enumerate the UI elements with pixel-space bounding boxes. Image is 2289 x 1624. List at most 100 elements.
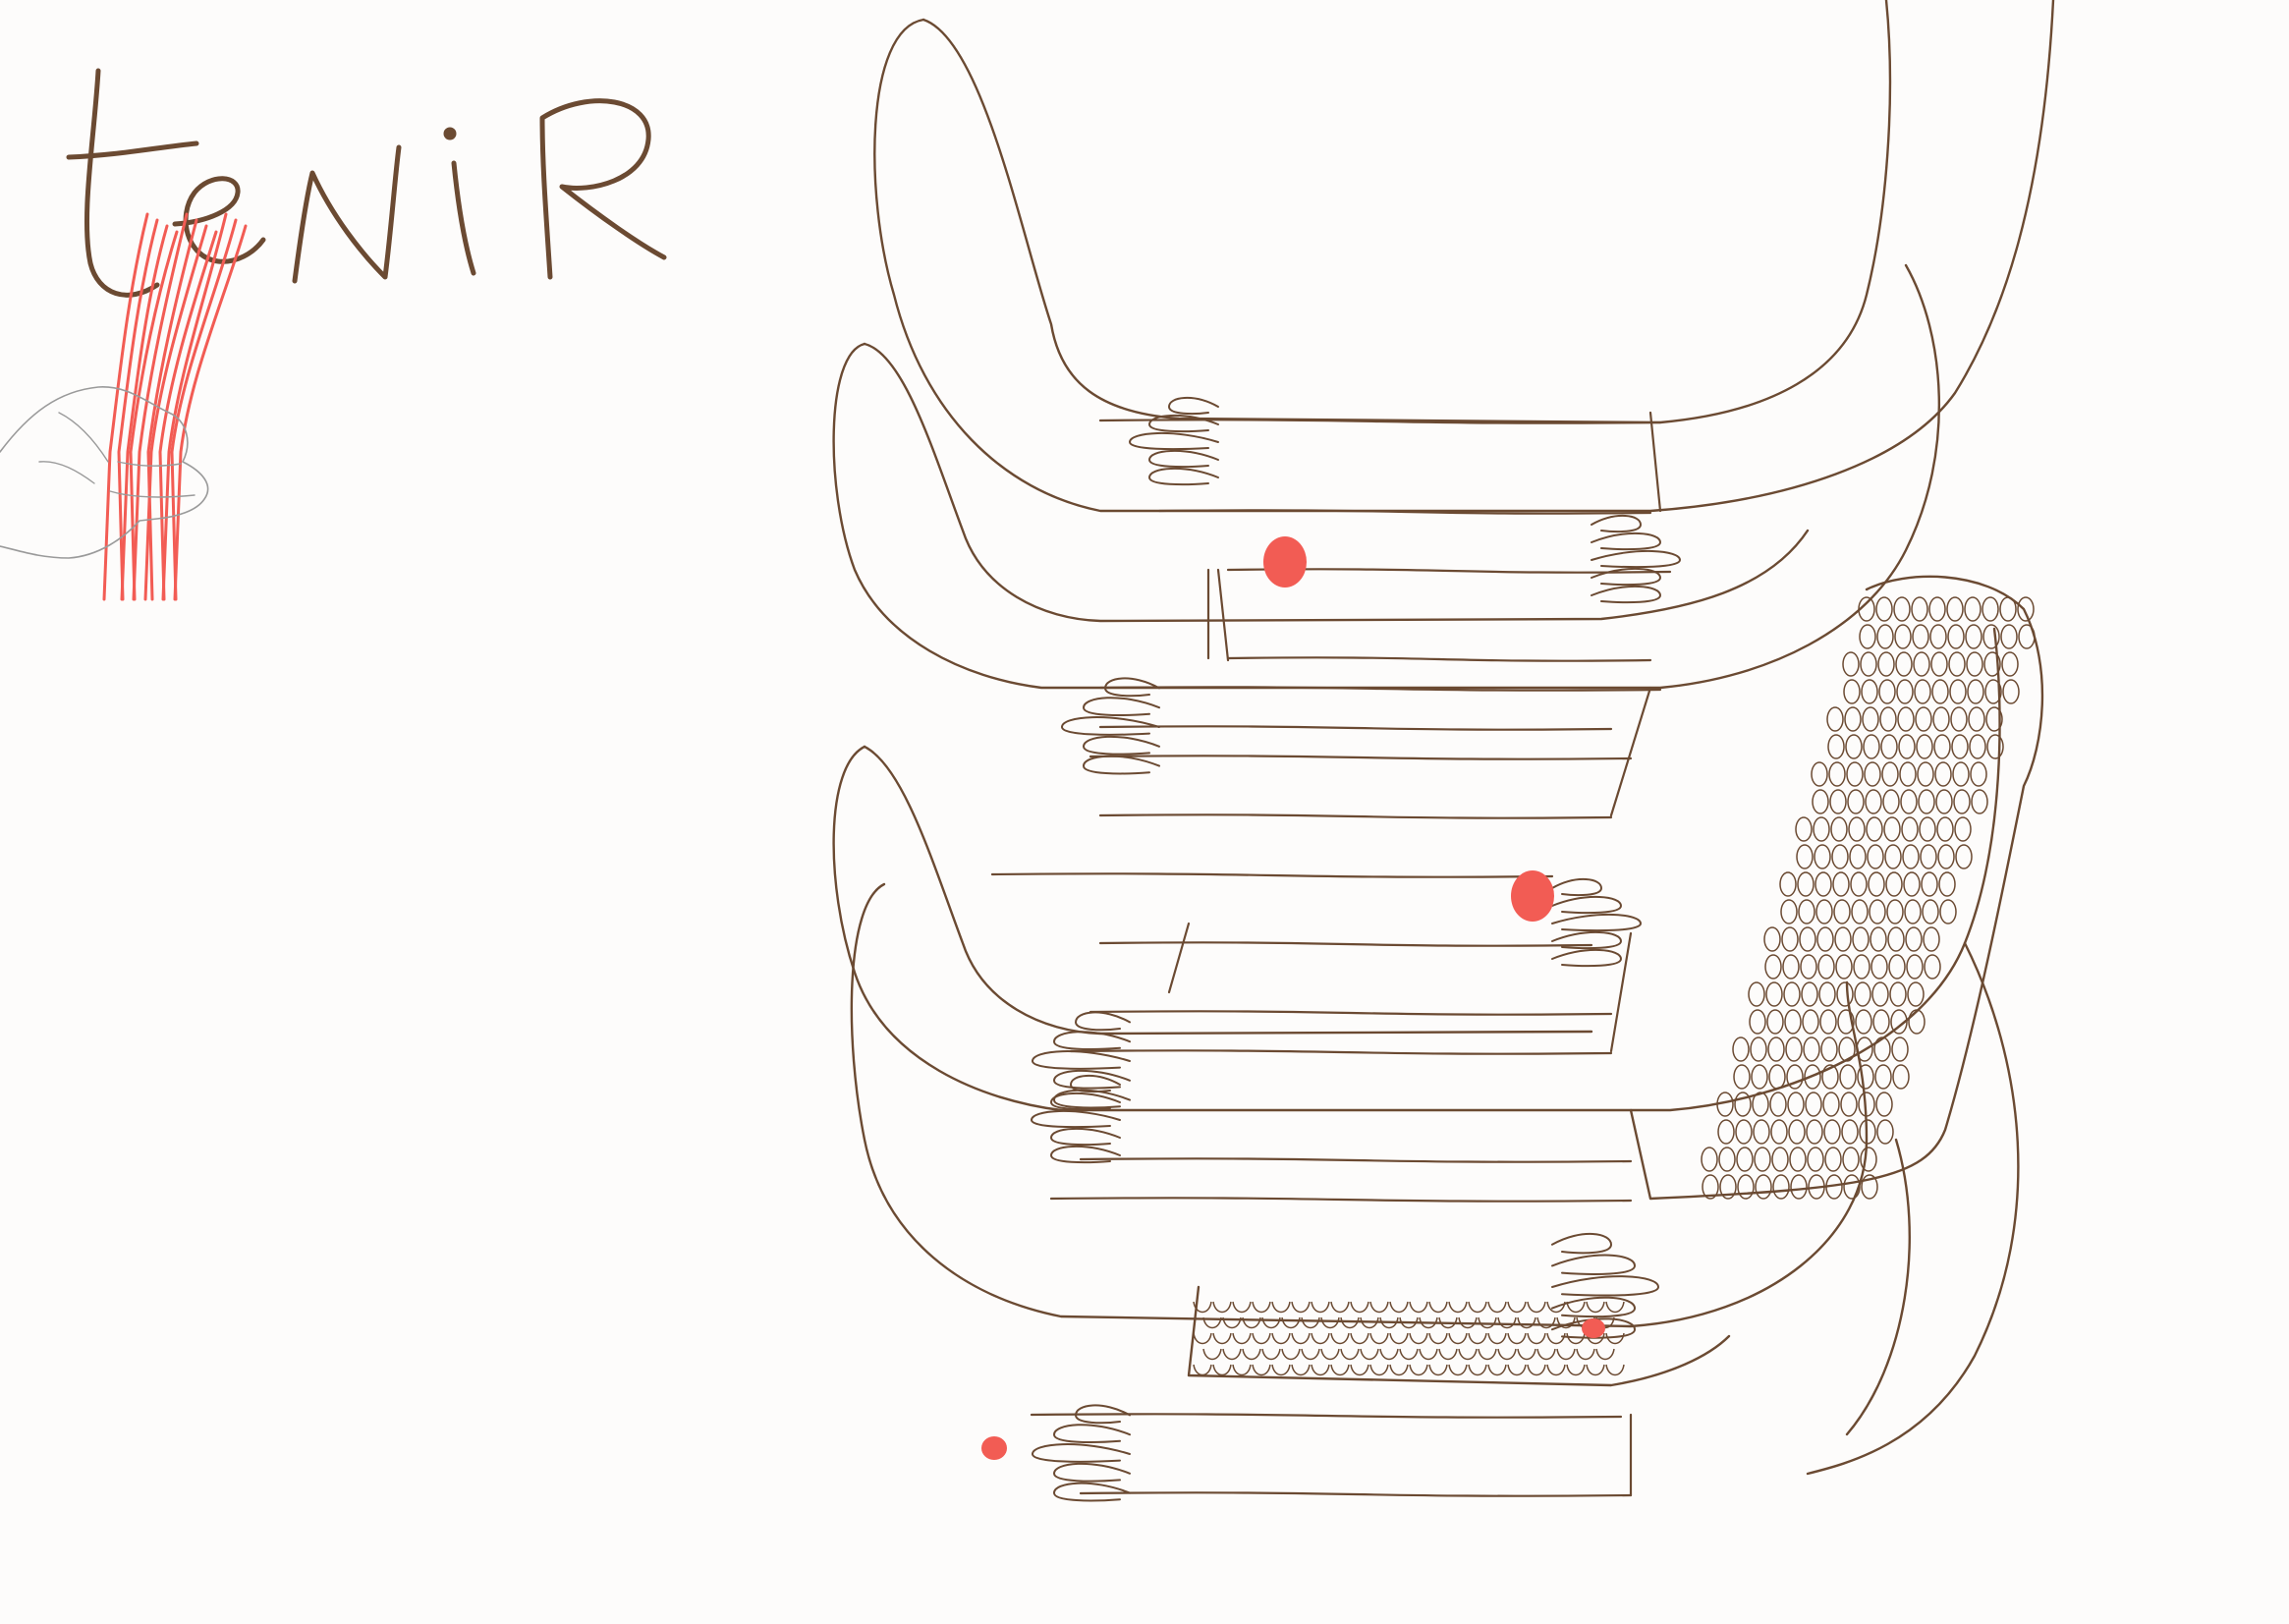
- oval-scale: [1875, 596, 1893, 622]
- oval-scale: [1789, 1147, 1807, 1172]
- oval-scale: [1779, 871, 1797, 897]
- oval-scale: [1843, 1174, 1861, 1200]
- oval-scale: [1736, 1147, 1754, 1172]
- scallop: [1428, 1301, 1448, 1314]
- hand-finger-line-1: [117, 461, 182, 467]
- oval-scale: [1924, 954, 1941, 980]
- scallop: [1320, 1348, 1340, 1361]
- scallop: [1527, 1332, 1546, 1345]
- forearm-line: [1226, 656, 1652, 662]
- oval-scale: [2001, 651, 2019, 677]
- loop-6: [1845, 1138, 1911, 1436]
- scallop: [1350, 1332, 1369, 1345]
- scallop: [1546, 1332, 1566, 1345]
- scallop: [1468, 1364, 1487, 1376]
- oval-scale: [1831, 844, 1849, 869]
- oval-scale: [1888, 954, 1906, 980]
- oval-scale: [1898, 734, 1916, 759]
- oval-scale: [2002, 679, 2020, 704]
- oval-scale: [1770, 1119, 1788, 1145]
- oval-scale: [1955, 844, 1973, 869]
- scallop: [1556, 1348, 1576, 1361]
- oval-scale: [1964, 596, 1982, 622]
- oval-scale: [1817, 954, 1835, 980]
- oval-scale: [1954, 816, 1972, 842]
- oval-scale: [1894, 624, 1912, 649]
- oval-scale: [1867, 844, 1884, 869]
- scallop: [1369, 1364, 1389, 1376]
- finger: [1053, 1482, 1131, 1502]
- finger: [1591, 568, 1661, 587]
- oval-scale: [1864, 761, 1881, 787]
- oval-scale: [1891, 1036, 1909, 1062]
- scallop: [1507, 1364, 1527, 1376]
- scallop: [1320, 1316, 1340, 1329]
- loop-3: [832, 627, 2001, 1112]
- oval-scale: [1764, 954, 1782, 980]
- scallop: [1517, 1348, 1536, 1361]
- oval-scale: [1813, 816, 1830, 842]
- finger: [1551, 1296, 1636, 1318]
- oval-scale: [1735, 1119, 1753, 1145]
- oval-scale: [1971, 789, 1988, 814]
- oval-scale: [1716, 1092, 1734, 1117]
- oval-scale: [1754, 1147, 1771, 1172]
- oval-scale: [1821, 1064, 1839, 1090]
- cuff-line: [1609, 931, 1633, 1053]
- finger: [1148, 415, 1219, 433]
- scallop: [1438, 1348, 1458, 1361]
- oval-scale: [1919, 816, 1936, 842]
- letter-r: [539, 98, 667, 280]
- scallop: [1311, 1301, 1330, 1314]
- oval-scale: [1907, 981, 1925, 1007]
- oval-scale: [1930, 651, 1948, 677]
- scallop: [1202, 1348, 1222, 1361]
- forearm-line: [990, 872, 1554, 878]
- oval-scale: [1934, 761, 1952, 787]
- oval-scale: [1797, 871, 1814, 897]
- scallop: [1340, 1316, 1360, 1329]
- finger: [1148, 450, 1219, 469]
- oval-scale: [1968, 706, 1985, 732]
- oval-scale: [1882, 789, 1900, 814]
- forearm-line: [1098, 941, 1593, 947]
- scallop: [1428, 1332, 1448, 1345]
- oval-scale: [1780, 899, 1798, 924]
- oval-scale: [1824, 1147, 1842, 1172]
- outer-loop-top: [873, 0, 2055, 513]
- hand: [1591, 515, 1681, 604]
- oval-scale: [1844, 706, 1862, 732]
- scallop: [1360, 1316, 1379, 1329]
- oval-scale: [1857, 1064, 1874, 1090]
- scallop: [1252, 1301, 1271, 1314]
- scallop: [1468, 1332, 1487, 1345]
- scallop: [1448, 1301, 1468, 1314]
- oval-scale: [1858, 1092, 1875, 1117]
- oval-scale: [1873, 1036, 1891, 1062]
- hand: [1551, 1232, 1659, 1339]
- oval-scale: [1875, 1092, 1893, 1117]
- finger: [1591, 532, 1661, 551]
- oval-scale: [1752, 1092, 1769, 1117]
- scallop: [1428, 1364, 1448, 1376]
- oval-scale: [1823, 1119, 1841, 1145]
- oval-scale: [1805, 1092, 1822, 1117]
- oval-scale: [1781, 926, 1799, 952]
- oval-scale: [1812, 789, 1829, 814]
- scallop: [1546, 1364, 1566, 1376]
- oval-scale: [1896, 679, 1914, 704]
- finger: [1031, 1109, 1121, 1129]
- oval-scale: [1815, 899, 1833, 924]
- oval-scale: [1869, 899, 1886, 924]
- finger: [1032, 1443, 1131, 1463]
- oval-scale: [1820, 1036, 1838, 1062]
- oval-scale: [1737, 1174, 1755, 1200]
- oval-scale: [1880, 734, 1898, 759]
- oval-scale: [1750, 1036, 1767, 1062]
- scallop: [1566, 1364, 1586, 1376]
- hand: [1061, 677, 1160, 775]
- hands: [1031, 397, 1681, 1502]
- oval-scale: [1936, 816, 1954, 842]
- letter-e: [172, 176, 266, 264]
- scallop: [1497, 1316, 1517, 1329]
